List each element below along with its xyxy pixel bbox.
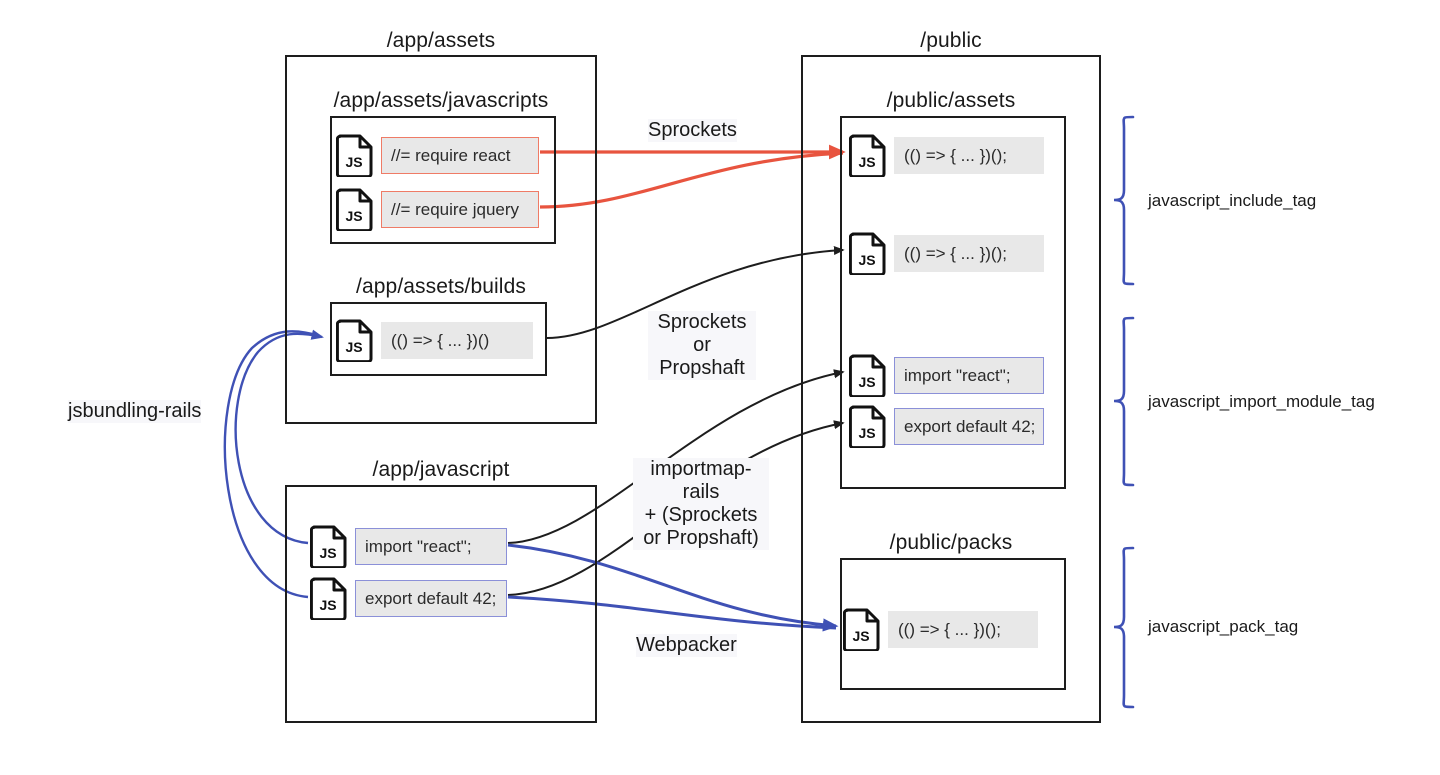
file-row[interactable]: JS import "react"; <box>310 524 507 568</box>
js-file-icon: JS <box>849 405 886 448</box>
js-file-icon: JS <box>849 232 886 275</box>
helper-tag-label-include: javascript_include_tag <box>1148 191 1317 210</box>
file-row[interactable]: JS (() => { ... })(); <box>849 133 1044 177</box>
edge-label-line: or Propshaft) <box>643 527 759 549</box>
js-file-icon: JS <box>310 525 347 568</box>
svg-text:JS: JS <box>858 252 875 268</box>
code-chip: export default 42; <box>894 407 1044 445</box>
js-file-icon: JS <box>843 608 880 651</box>
code-chip: //= require react <box>381 136 539 174</box>
caption-app-assets: /app/assets <box>386 29 496 52</box>
group-public <box>801 55 1101 723</box>
svg-text:JS: JS <box>852 628 869 644</box>
helper-tag-label-pack: javascript_pack_tag <box>1148 617 1299 636</box>
code-chip: (() => { ... })(); <box>888 610 1038 648</box>
caption-app-assets-builds: /app/assets/builds <box>356 275 526 298</box>
code-chip: (() => { ... })(); <box>894 234 1044 272</box>
file-row[interactable]: JS export default 42; <box>849 404 1044 448</box>
edge-label-sprockets: Sprockets <box>648 119 737 142</box>
svg-text:JS: JS <box>319 545 336 561</box>
code-chip: export default 42; <box>355 579 507 617</box>
caption-public: /public <box>920 29 982 52</box>
js-file-icon: JS <box>336 134 373 177</box>
edge-label-sprockets-or-propshaft: Sprockets or Propshaft <box>648 311 756 380</box>
edge-label-importmap-rails: importmap-rails + (Sprockets or Propshaf… <box>633 458 769 550</box>
group-public-assets <box>840 116 1066 489</box>
code-chip: (() => { ... })(); <box>894 136 1044 174</box>
file-row[interactable]: JS export default 42; <box>310 576 507 620</box>
js-file-icon: JS <box>849 354 886 397</box>
svg-text:JS: JS <box>858 154 875 170</box>
file-row[interactable]: JS //= require jquery <box>336 187 539 231</box>
file-row[interactable]: JS (() => { ... })() <box>336 318 533 362</box>
edge-label-line: or Propshaft <box>659 334 745 379</box>
brace-pack-tag <box>1113 546 1135 709</box>
js-file-icon: JS <box>310 577 347 620</box>
svg-text:JS: JS <box>345 208 362 224</box>
group-app-assets <box>285 55 597 424</box>
file-row[interactable]: JS import "react"; <box>849 353 1044 397</box>
group-app-assets-javascripts <box>330 116 556 244</box>
code-chip: import "react"; <box>355 527 507 565</box>
svg-text:JS: JS <box>858 425 875 441</box>
svg-text:JS: JS <box>345 339 362 355</box>
caption-app-assets-javascripts: /app/assets/javascripts <box>333 89 549 112</box>
brace-include-tag <box>1113 115 1135 286</box>
caption-public-assets: /public/assets <box>886 89 1016 112</box>
brace-import-module-tag <box>1113 316 1135 487</box>
helper-tag-label-import-module: javascript_import_module_tag <box>1148 392 1375 411</box>
edge-label-line: Sprockets <box>657 311 747 333</box>
file-row[interactable]: JS (() => { ... })(); <box>849 231 1044 275</box>
svg-text:JS: JS <box>319 597 336 613</box>
group-app-javascript <box>285 485 597 723</box>
edge-label-jsbundling-rails: jsbundling-rails <box>68 400 202 423</box>
code-chip: (() => { ... })() <box>381 321 533 359</box>
edge-label-line: + (Sprockets <box>644 504 758 526</box>
file-row[interactable]: JS (() => { ... })(); <box>843 607 1038 651</box>
js-file-icon: JS <box>336 319 373 362</box>
group-app-assets-builds <box>330 302 547 376</box>
edge-label-webpacker: Webpacker <box>636 634 737 657</box>
file-row[interactable]: JS //= require react <box>336 133 539 177</box>
caption-public-packs: /public/packs <box>889 531 1013 554</box>
js-file-icon: JS <box>849 134 886 177</box>
edge-label-line: importmap-rails <box>650 458 752 503</box>
svg-text:JS: JS <box>858 374 875 390</box>
code-chip: import "react"; <box>894 356 1044 394</box>
caption-app-javascript: /app/javascript <box>372 458 510 481</box>
js-file-icon: JS <box>336 188 373 231</box>
group-public-packs <box>840 558 1066 690</box>
svg-text:JS: JS <box>345 154 362 170</box>
code-chip: //= require jquery <box>381 190 539 228</box>
